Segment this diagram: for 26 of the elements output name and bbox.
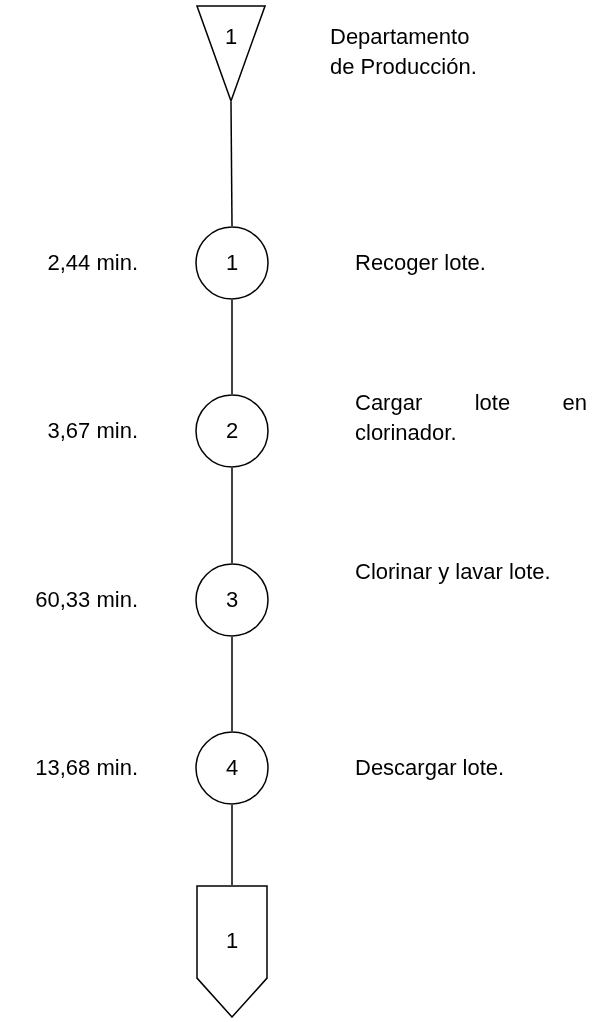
step-duration: 13,68 min. bbox=[34, 754, 138, 782]
step-description: Departamento de Producción. bbox=[330, 23, 478, 81]
connector-line bbox=[231, 804, 233, 886]
step-description: Descargar lote. bbox=[355, 754, 506, 782]
step-duration: 3,67 min. bbox=[46, 417, 138, 445]
operation-circle bbox=[195, 563, 269, 637]
offpage-connector bbox=[196, 885, 268, 1018]
step-number: 3 bbox=[224, 586, 240, 614]
step-number: 1 bbox=[224, 927, 240, 955]
step-duration: 60,33 min. bbox=[34, 586, 138, 614]
connector-line bbox=[231, 467, 233, 564]
step-number: 1 bbox=[224, 249, 240, 277]
connector-line bbox=[231, 636, 233, 732]
step-number: 2 bbox=[224, 417, 240, 445]
operation-circle bbox=[195, 394, 269, 468]
step-duration: 2,44 min. bbox=[46, 249, 138, 277]
step-description: Recoger lote. bbox=[355, 249, 487, 277]
step-number: 1 bbox=[223, 23, 239, 51]
step-description: Clorinar y lavar lote. bbox=[355, 558, 552, 586]
operation-circle bbox=[195, 226, 269, 300]
connector-line bbox=[230, 101, 233, 227]
step-description: Cargar lote en clorinador. bbox=[355, 389, 587, 447]
connector-line bbox=[231, 299, 233, 395]
step-number: 4 bbox=[224, 754, 240, 782]
storage-triangle bbox=[196, 5, 266, 102]
operation-circle bbox=[195, 731, 269, 805]
